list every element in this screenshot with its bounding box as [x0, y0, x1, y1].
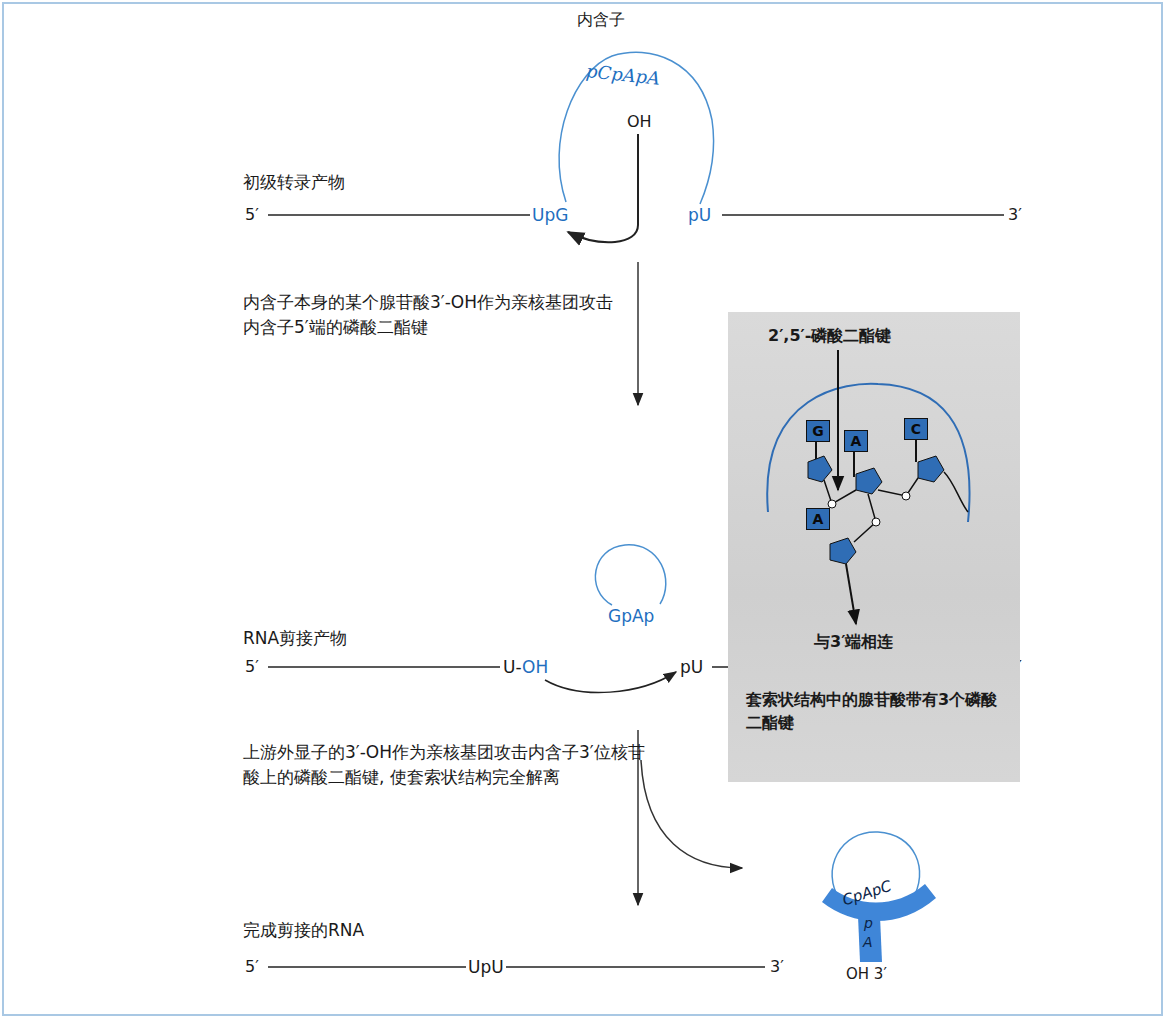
exon-line: [506, 966, 765, 968]
base-letter: A: [851, 433, 862, 449]
label: RNA剪接产物: [243, 626, 347, 651]
label: 内含子本身的某个腺苷酸3′-OH作为亲核基团攻击内含子5′端的磷酸二酯键: [243, 290, 613, 339]
lariat-circle: [595, 545, 665, 605]
base-letter: G: [812, 423, 824, 439]
label: 内含子: [577, 8, 625, 31]
label: UpU: [468, 955, 504, 980]
label: UpG: [532, 203, 568, 228]
inset-text: 套索状结构中的腺苷酸带有3个磷酸二酯键: [746, 688, 1006, 734]
intron-arc: [559, 52, 714, 204]
base-box: A: [844, 430, 868, 452]
label: 3′: [770, 955, 784, 978]
attack-arrow: [568, 134, 638, 242]
label: OH: [627, 110, 652, 133]
attack-arrow: [545, 672, 676, 692]
label: CpApC: [841, 879, 893, 909]
inset-text: 2′,5′-磷酸二酯键: [768, 324, 998, 347]
label: pU: [680, 655, 703, 680]
base-letter: A: [813, 511, 824, 527]
label: GpAp: [608, 604, 654, 629]
label: OH: [522, 655, 548, 680]
label: 上游外显子的3′-OH作为亲核基团攻击内含子3′位核苷酸上的磷酸二酯键, 使套索…: [243, 740, 653, 789]
base-box: C: [904, 418, 928, 440]
label: OH 3′: [846, 964, 887, 986]
label: 5′: [245, 955, 259, 978]
label: 初级转录产物: [243, 170, 345, 195]
label: 5′: [245, 203, 259, 226]
base-box: G: [806, 420, 830, 442]
label: pU: [688, 203, 711, 228]
lariat-structure: [728, 312, 1020, 782]
label: A: [863, 935, 873, 949]
label: 3′: [1008, 203, 1022, 226]
label: 完成剪接的RNA: [243, 918, 364, 943]
frame: [3, 3, 1162, 1015]
label: 5′: [245, 655, 259, 678]
exon-line: [268, 214, 530, 216]
label: pCpApA: [585, 58, 662, 92]
lariat-band: [858, 916, 882, 962]
exon-line: [722, 214, 1004, 216]
label: U-: [503, 655, 522, 680]
release-arrow: [641, 760, 742, 868]
step-arrow: [637, 262, 639, 405]
inset-panel: 2′,5′-磷酸二酯键与3′端相连套索状结构中的腺苷酸带有3个磷酸二酯键 G A C A: [728, 312, 1020, 782]
base-box: A: [806, 508, 830, 530]
exon-line: [268, 666, 500, 668]
label: p: [864, 916, 873, 930]
exon-line: [268, 966, 466, 968]
base-letter: C: [911, 421, 921, 437]
inset-text: 与3′端相连: [814, 630, 1004, 653]
